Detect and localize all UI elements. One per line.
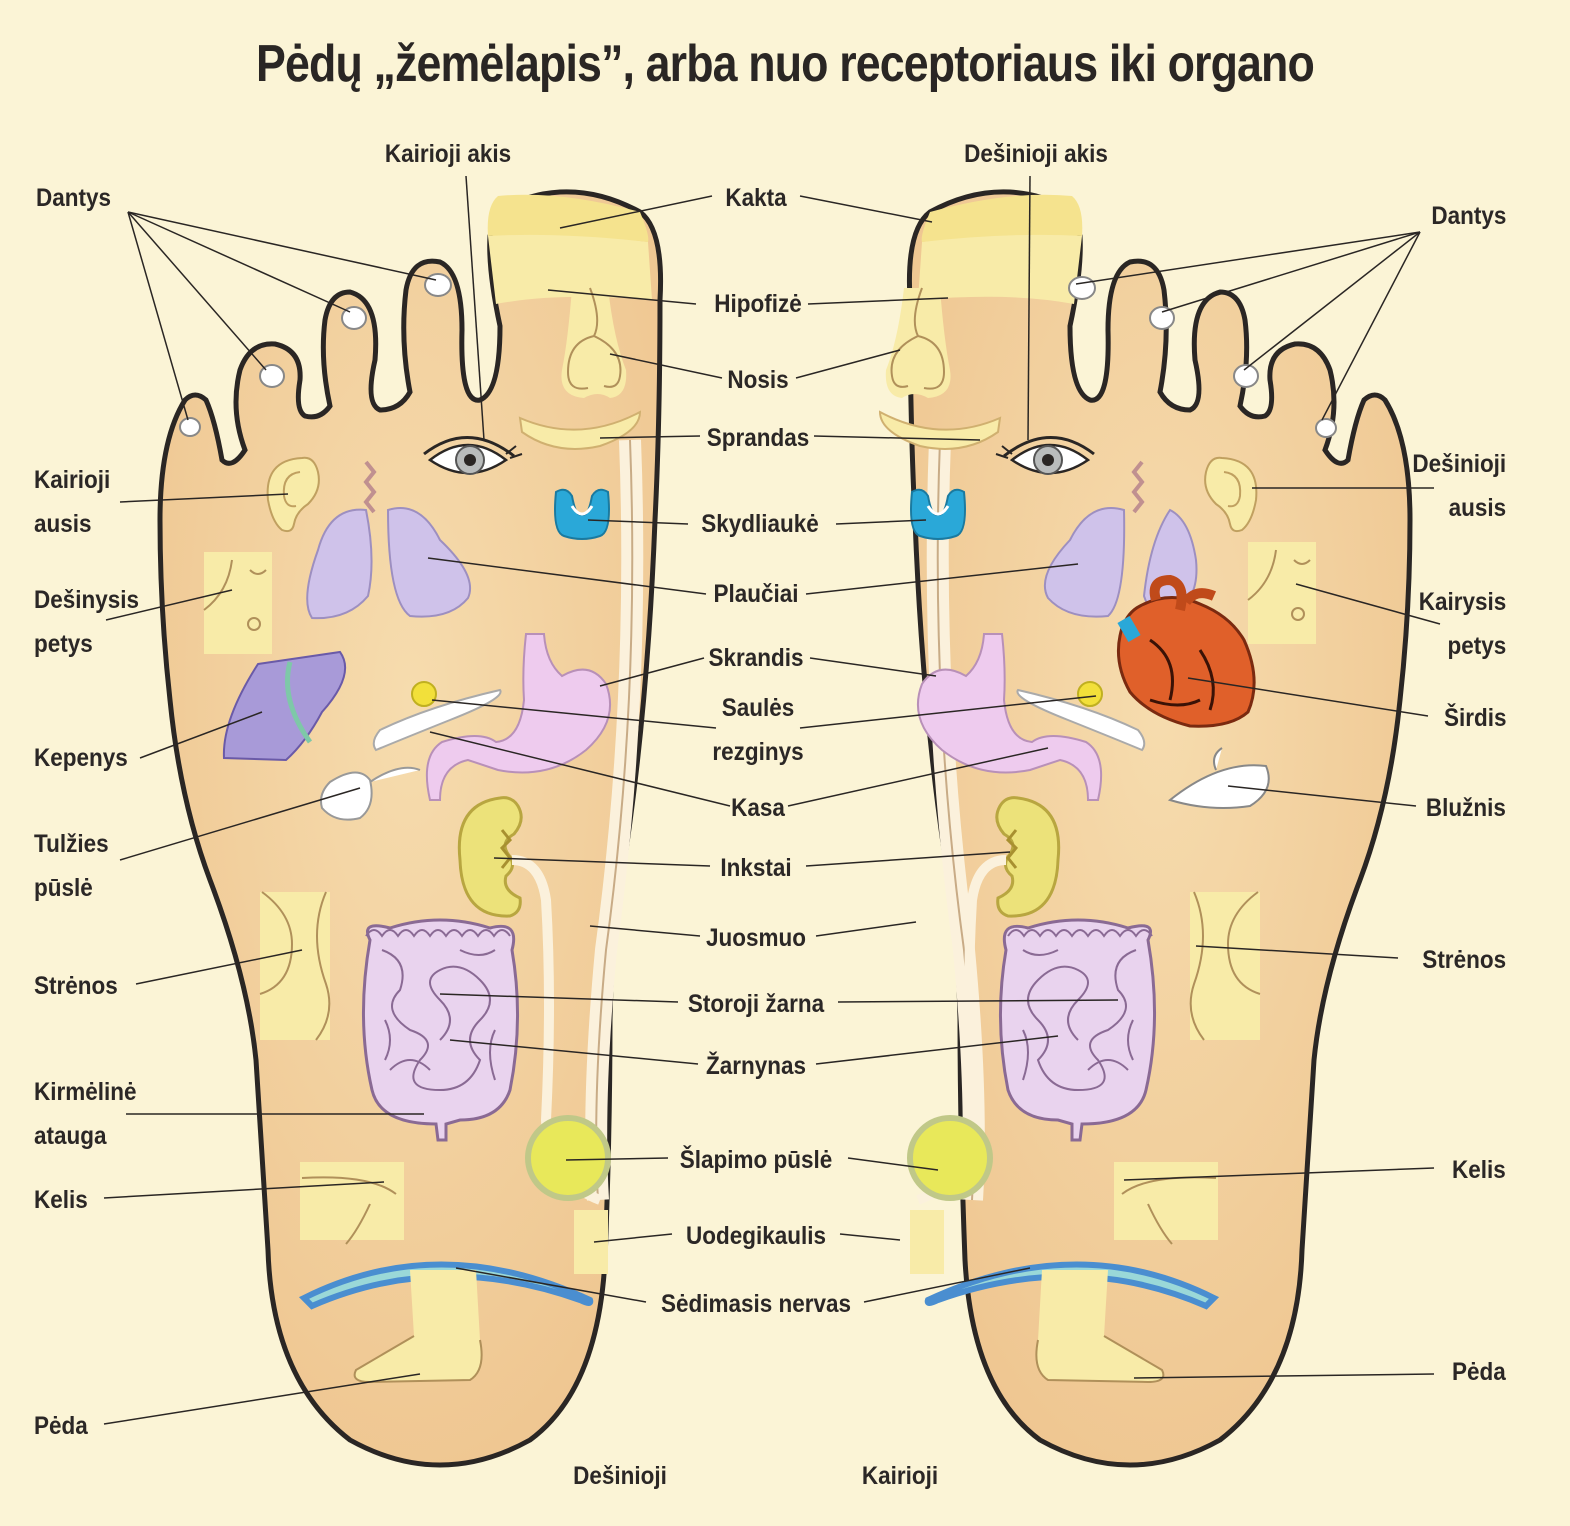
- label-right-ear: Dešinioji ausis: [1412, 442, 1506, 530]
- heart-illustration: [1116, 574, 1256, 728]
- label-left-shoulder-line2: petys: [1447, 632, 1506, 660]
- label-intestines: Žarnynas: [705, 1052, 807, 1080]
- label-bladder: Šlapimo pūslė: [679, 1146, 833, 1174]
- label-gallbladder-line1: Tulžies: [34, 830, 109, 858]
- label-left-ear-line1: Kairioji: [34, 466, 111, 494]
- label-appendix-line1: Kirmėlinė: [34, 1078, 137, 1106]
- caption-right-foot: Dešinioji: [573, 1462, 667, 1490]
- page-title: Pėdų „žemėlapis”, arba nuo receptoriaus …: [256, 35, 1315, 93]
- label-right-ear-line1: Dešinioji: [1412, 450, 1506, 478]
- label-right-shoulder-line1: Dešinysis: [34, 586, 140, 614]
- label-pituitary: Hipofizė: [714, 290, 802, 318]
- label-lungs: Plaučiai: [713, 580, 799, 608]
- label-right-ear-line2: ausis: [1448, 494, 1506, 522]
- spleen-illustration: [1167, 747, 1270, 809]
- label-stomach: Skrandis: [708, 644, 804, 672]
- label-left-eye: Kairioji akis: [384, 140, 512, 168]
- label-teeth-right: Dantys: [1430, 202, 1506, 230]
- label-appendix-line2: atauga: [34, 1122, 107, 1150]
- label-nose: Nosis: [727, 366, 789, 394]
- label-sciatic-nerve: Sėdimasis nervas: [660, 1290, 852, 1318]
- label-heart: Širdis: [1443, 704, 1506, 732]
- label-lower-back-right: Strėnos: [1422, 946, 1506, 974]
- label-solar-plexus: Saulės rezginys: [712, 686, 803, 774]
- label-left-shoulder: Kairysis petys: [1418, 580, 1506, 668]
- label-right-shoulder-line2: petys: [34, 630, 93, 658]
- label-coccyx: Uodegikaulis: [685, 1222, 827, 1250]
- label-left-shoulder-line1: Kairysis: [1418, 588, 1506, 616]
- label-foot-right: Pėda: [1452, 1358, 1506, 1386]
- label-pancreas: Kasa: [731, 794, 785, 822]
- label-left-ear-line2: ausis: [34, 510, 92, 538]
- label-gallbladder-line2: pūslė: [34, 874, 93, 902]
- label-spleen: Blužnis: [1425, 794, 1506, 822]
- label-thyroid: Skydliaukė: [701, 510, 819, 538]
- label-liver: Kepenys: [34, 744, 128, 772]
- label-knee-left: Kelis: [34, 1186, 88, 1214]
- label-solar-plexus-line2: rezginys: [712, 738, 804, 766]
- label-appendix: Kirmėlinė atauga: [34, 1070, 137, 1158]
- label-lower-back-left: Strėnos: [34, 972, 118, 1000]
- label-forehead: Kakta: [725, 184, 787, 212]
- caption-left-foot: Kairioji: [861, 1462, 939, 1490]
- right-foot-drawing: [157, 189, 664, 1468]
- label-right-eye: Dešinioji akis: [964, 140, 1108, 168]
- label-colon: Storoji žarna: [687, 990, 825, 1018]
- label-gallbladder: Tulžies pūslė: [34, 822, 109, 910]
- label-left-ear: Kairioji ausis: [34, 458, 110, 546]
- label-solar-plexus-line1: Saulės: [721, 694, 795, 722]
- label-neck: Sprandas: [706, 424, 810, 452]
- label-teeth-left: Dantys: [36, 184, 112, 212]
- label-kidneys: Inkstai: [720, 854, 792, 882]
- label-knee-right: Kelis: [1452, 1156, 1506, 1184]
- label-right-shoulder: Dešinysis petys: [34, 578, 139, 666]
- left-foot-drawing: [878, 189, 1413, 1468]
- label-lumbar: Juosmuo: [705, 924, 807, 952]
- label-connector-lines: [103, 175, 1441, 1425]
- label-foot-left: Pėda: [34, 1412, 88, 1440]
